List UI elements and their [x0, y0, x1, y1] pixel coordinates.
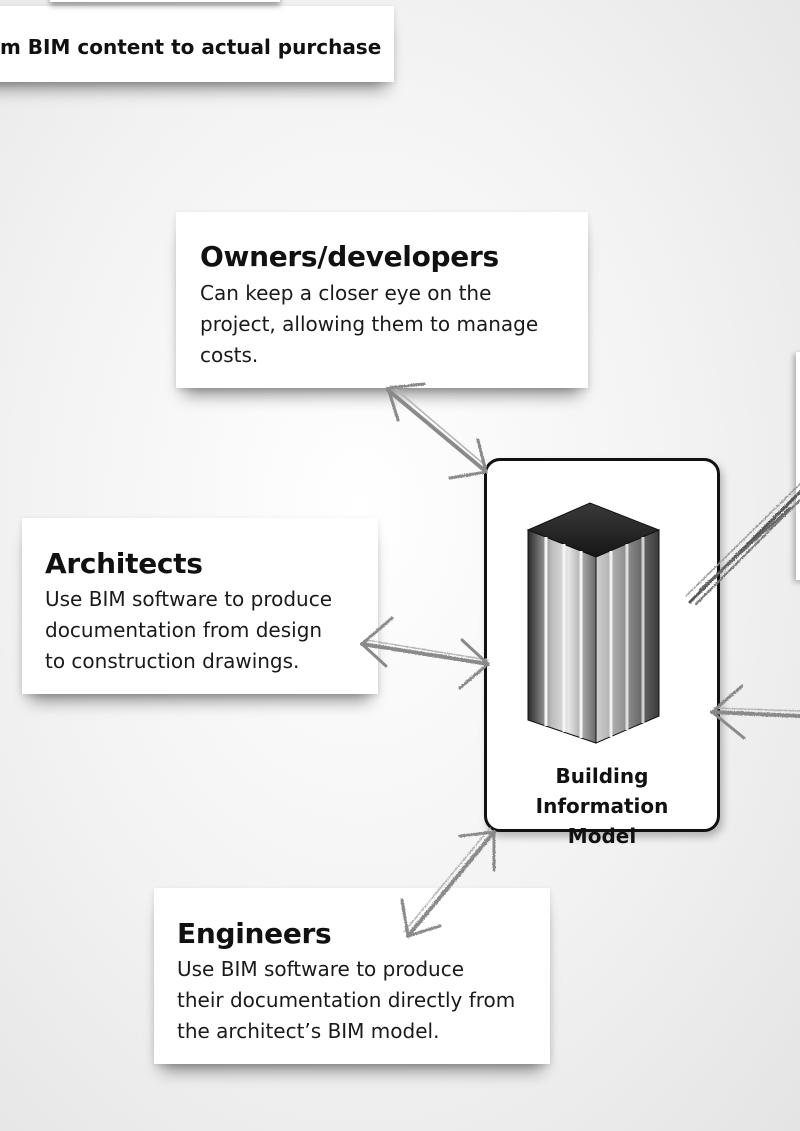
engineers-description: Use BIM software to produce their docume… — [177, 954, 515, 1047]
owners-developers-title: Owners/developers — [200, 240, 499, 273]
owners-developers-card: Owners/developers Can keep a closer eye … — [176, 212, 588, 388]
top-partial-card: m BIM content to actual purchase — [0, 6, 394, 82]
bim-label-line1: Building Information — [535, 764, 669, 818]
right-offpage-brush-arrow — [685, 483, 800, 605]
engineers-title: Engineers — [177, 917, 332, 950]
owners-developers-line: costs. — [200, 343, 259, 367]
top-cut-card-edge — [50, 0, 280, 2]
right-offpage-card-edge — [796, 352, 800, 580]
owners-bim-arrow — [386, 382, 488, 480]
owners-developers-line: project, allowing them to manage — [200, 312, 539, 336]
engineers-line: their documentation directly from — [177, 988, 516, 1012]
building-information-model-box: Building Information Model — [484, 458, 720, 848]
engineers-card: Engineers Use BIM software to produce th… — [154, 888, 550, 1064]
right-offpage-arrow — [709, 684, 800, 740]
owners-developers-line: Can keep a closer eye on the — [200, 281, 492, 305]
building-icon — [526, 502, 661, 744]
engineers-line: the architect’s BIM model. — [177, 1019, 440, 1043]
architects-line: Use BIM software to produce — [45, 587, 333, 611]
architects-description: Use BIM software to produce documentatio… — [45, 584, 332, 677]
architects-bim-arrow — [359, 616, 491, 690]
bim-label-line2: Model — [567, 824, 637, 848]
architects-line: to construction drawings. — [45, 649, 300, 673]
architects-title: Architects — [45, 547, 203, 580]
bim-label: Building Information Model — [487, 761, 717, 851]
owners-developers-description: Can keep a closer eye on the project, al… — [200, 278, 538, 371]
engineers-bim-arrow — [400, 827, 496, 938]
engineers-line: Use BIM software to produce — [177, 957, 465, 981]
architects-card: Architects Use BIM software to produce d… — [22, 518, 378, 694]
top-partial-card-text: m BIM content to actual purchase — [0, 35, 382, 59]
architects-line: documentation from design — [45, 618, 323, 642]
